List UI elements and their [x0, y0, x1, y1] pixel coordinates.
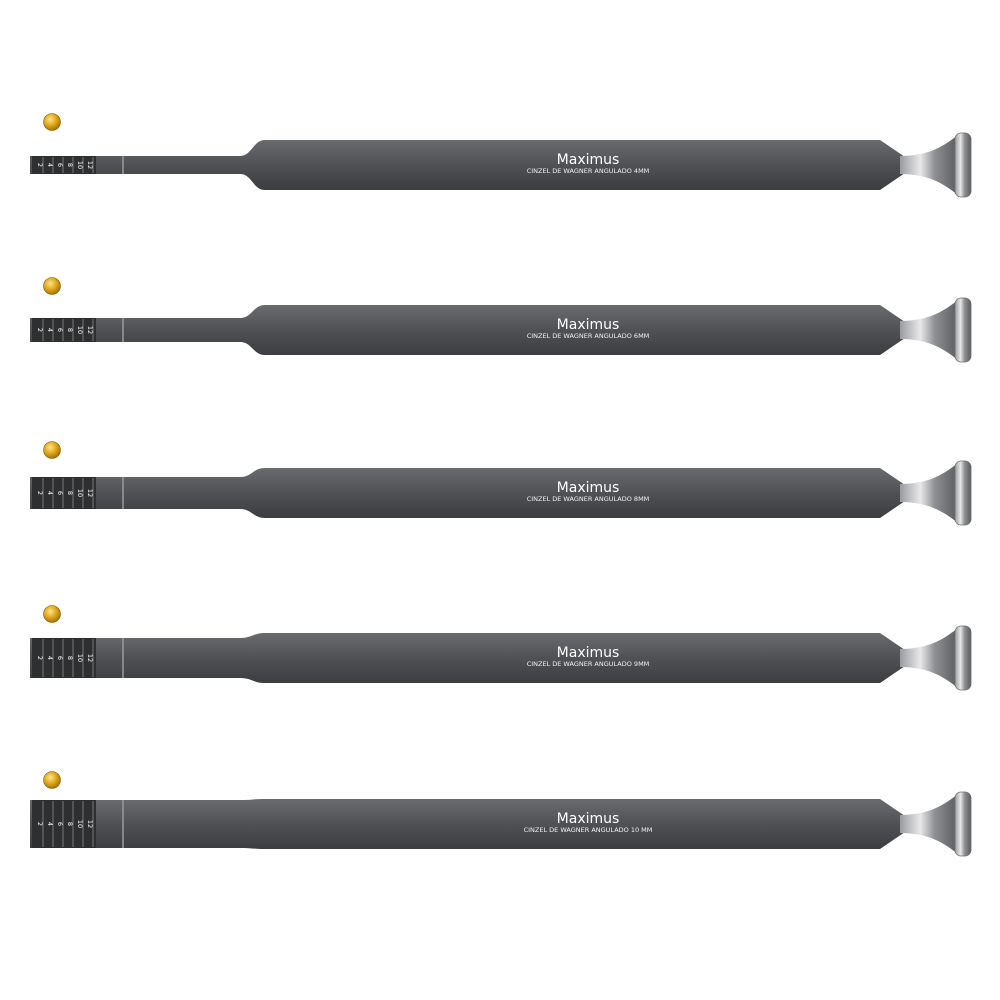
chisel-shaft: [30, 633, 905, 683]
scale-label: 10: [76, 820, 84, 828]
scale-label: 6: [56, 822, 64, 826]
scale-label: 8: [66, 822, 74, 826]
handle-neck: [900, 463, 958, 523]
handle-cap: [954, 132, 972, 198]
scale-label: 4: [46, 163, 54, 167]
model-label: CINZEL DE WAGNER ANGULADO 9MM: [527, 660, 650, 668]
scale-label: 2: [36, 656, 44, 660]
handle-neck: [900, 628, 958, 688]
scale-label: 8: [66, 328, 74, 332]
scale-label: 12: [86, 820, 94, 828]
handle-cap: [954, 460, 972, 526]
scale-label: 8: [66, 491, 74, 495]
brand-name: Maximus: [557, 152, 620, 168]
scale-label: 12: [86, 161, 94, 169]
brand-name: Maximus: [557, 480, 620, 496]
handle-cap: [954, 297, 972, 363]
scale-label: 6: [56, 328, 64, 332]
handle-cap: [954, 791, 972, 857]
scale-label: 12: [86, 654, 94, 662]
scale-label: 8: [66, 163, 74, 167]
scale-label: 4: [46, 656, 54, 660]
scale-label: 8: [66, 656, 74, 660]
scale-label: 6: [56, 163, 64, 167]
gold-marker-dot: [43, 113, 61, 131]
gold-marker-dot: [43, 605, 61, 623]
handle-neck: [900, 794, 958, 854]
model-label: CINZEL DE WAGNER ANGULADO 10 MM: [524, 826, 653, 834]
scale-label: 12: [86, 326, 94, 334]
scale-label: 10: [76, 489, 84, 497]
scale-label: 12: [86, 489, 94, 497]
brand-name: Maximus: [557, 811, 620, 827]
scale-label: 4: [46, 491, 54, 495]
handle-neck: [900, 135, 958, 195]
scale-label: 2: [36, 491, 44, 495]
chisel-shaft: [30, 799, 905, 849]
scale-label: 10: [76, 654, 84, 662]
model-label: CINZEL DE WAGNER ANGULADO 4MM: [527, 167, 650, 175]
brand-name: Maximus: [557, 317, 620, 333]
handle-cap: [954, 625, 972, 691]
scale-label: 10: [76, 161, 84, 169]
handle-neck: [900, 300, 958, 360]
scale-label: 2: [36, 822, 44, 826]
depth-scale: [32, 156, 96, 174]
scale-label: 6: [56, 656, 64, 660]
model-label: CINZEL DE WAGNER ANGULADO 8MM: [527, 495, 650, 503]
gold-marker-dot: [43, 277, 61, 295]
model-label: CINZEL DE WAGNER ANGULADO 6MM: [527, 332, 650, 340]
scale-label: 2: [36, 163, 44, 167]
scale-label: 4: [46, 328, 54, 332]
scale-label: 6: [56, 491, 64, 495]
brand-name: Maximus: [557, 645, 620, 661]
gold-marker-dot: [43, 771, 61, 789]
scale-label: 10: [76, 326, 84, 334]
gold-marker-dot: [43, 441, 61, 459]
scale-label: 2: [36, 328, 44, 332]
scale-label: 4: [46, 822, 54, 826]
chisel-shaft: [30, 140, 905, 190]
chisel-shaft: [30, 305, 905, 355]
chisel-shaft: [30, 468, 905, 518]
